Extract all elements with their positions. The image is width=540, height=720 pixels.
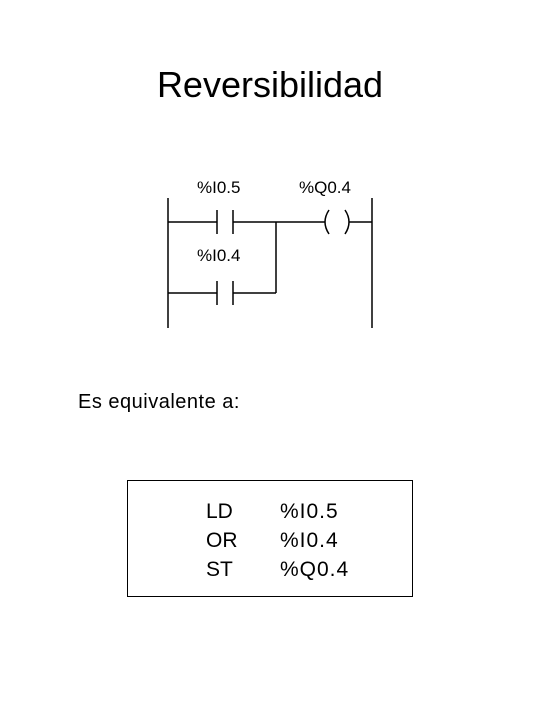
slide-title: Reversibilidad bbox=[156, 64, 384, 105]
instruction-list-box: LD %I0.5 OR %I0.4 ST %Q0.4 bbox=[127, 480, 413, 597]
equivalent-text: Es equivalente a: bbox=[78, 391, 240, 413]
coil-right-arc bbox=[344, 209, 350, 235]
contact-1-label: %I0.5 bbox=[197, 178, 241, 197]
il-row: OR %I0.4 bbox=[206, 529, 339, 553]
contact-2-label: %I0.4 bbox=[197, 246, 241, 265]
coil-left-arc bbox=[324, 209, 330, 235]
il-operand: %I0.4 bbox=[280, 529, 339, 552]
il-opcode: ST bbox=[206, 558, 233, 581]
il-operand: %I0.5 bbox=[280, 500, 339, 523]
il-row: ST %Q0.4 bbox=[206, 558, 349, 582]
il-row: LD %I0.5 bbox=[206, 500, 339, 524]
il-opcode: LD bbox=[206, 500, 233, 523]
il-opcode: OR bbox=[206, 529, 238, 552]
il-operand: %Q0.4 bbox=[280, 558, 350, 581]
coil-label: %Q0.4 bbox=[299, 178, 351, 197]
